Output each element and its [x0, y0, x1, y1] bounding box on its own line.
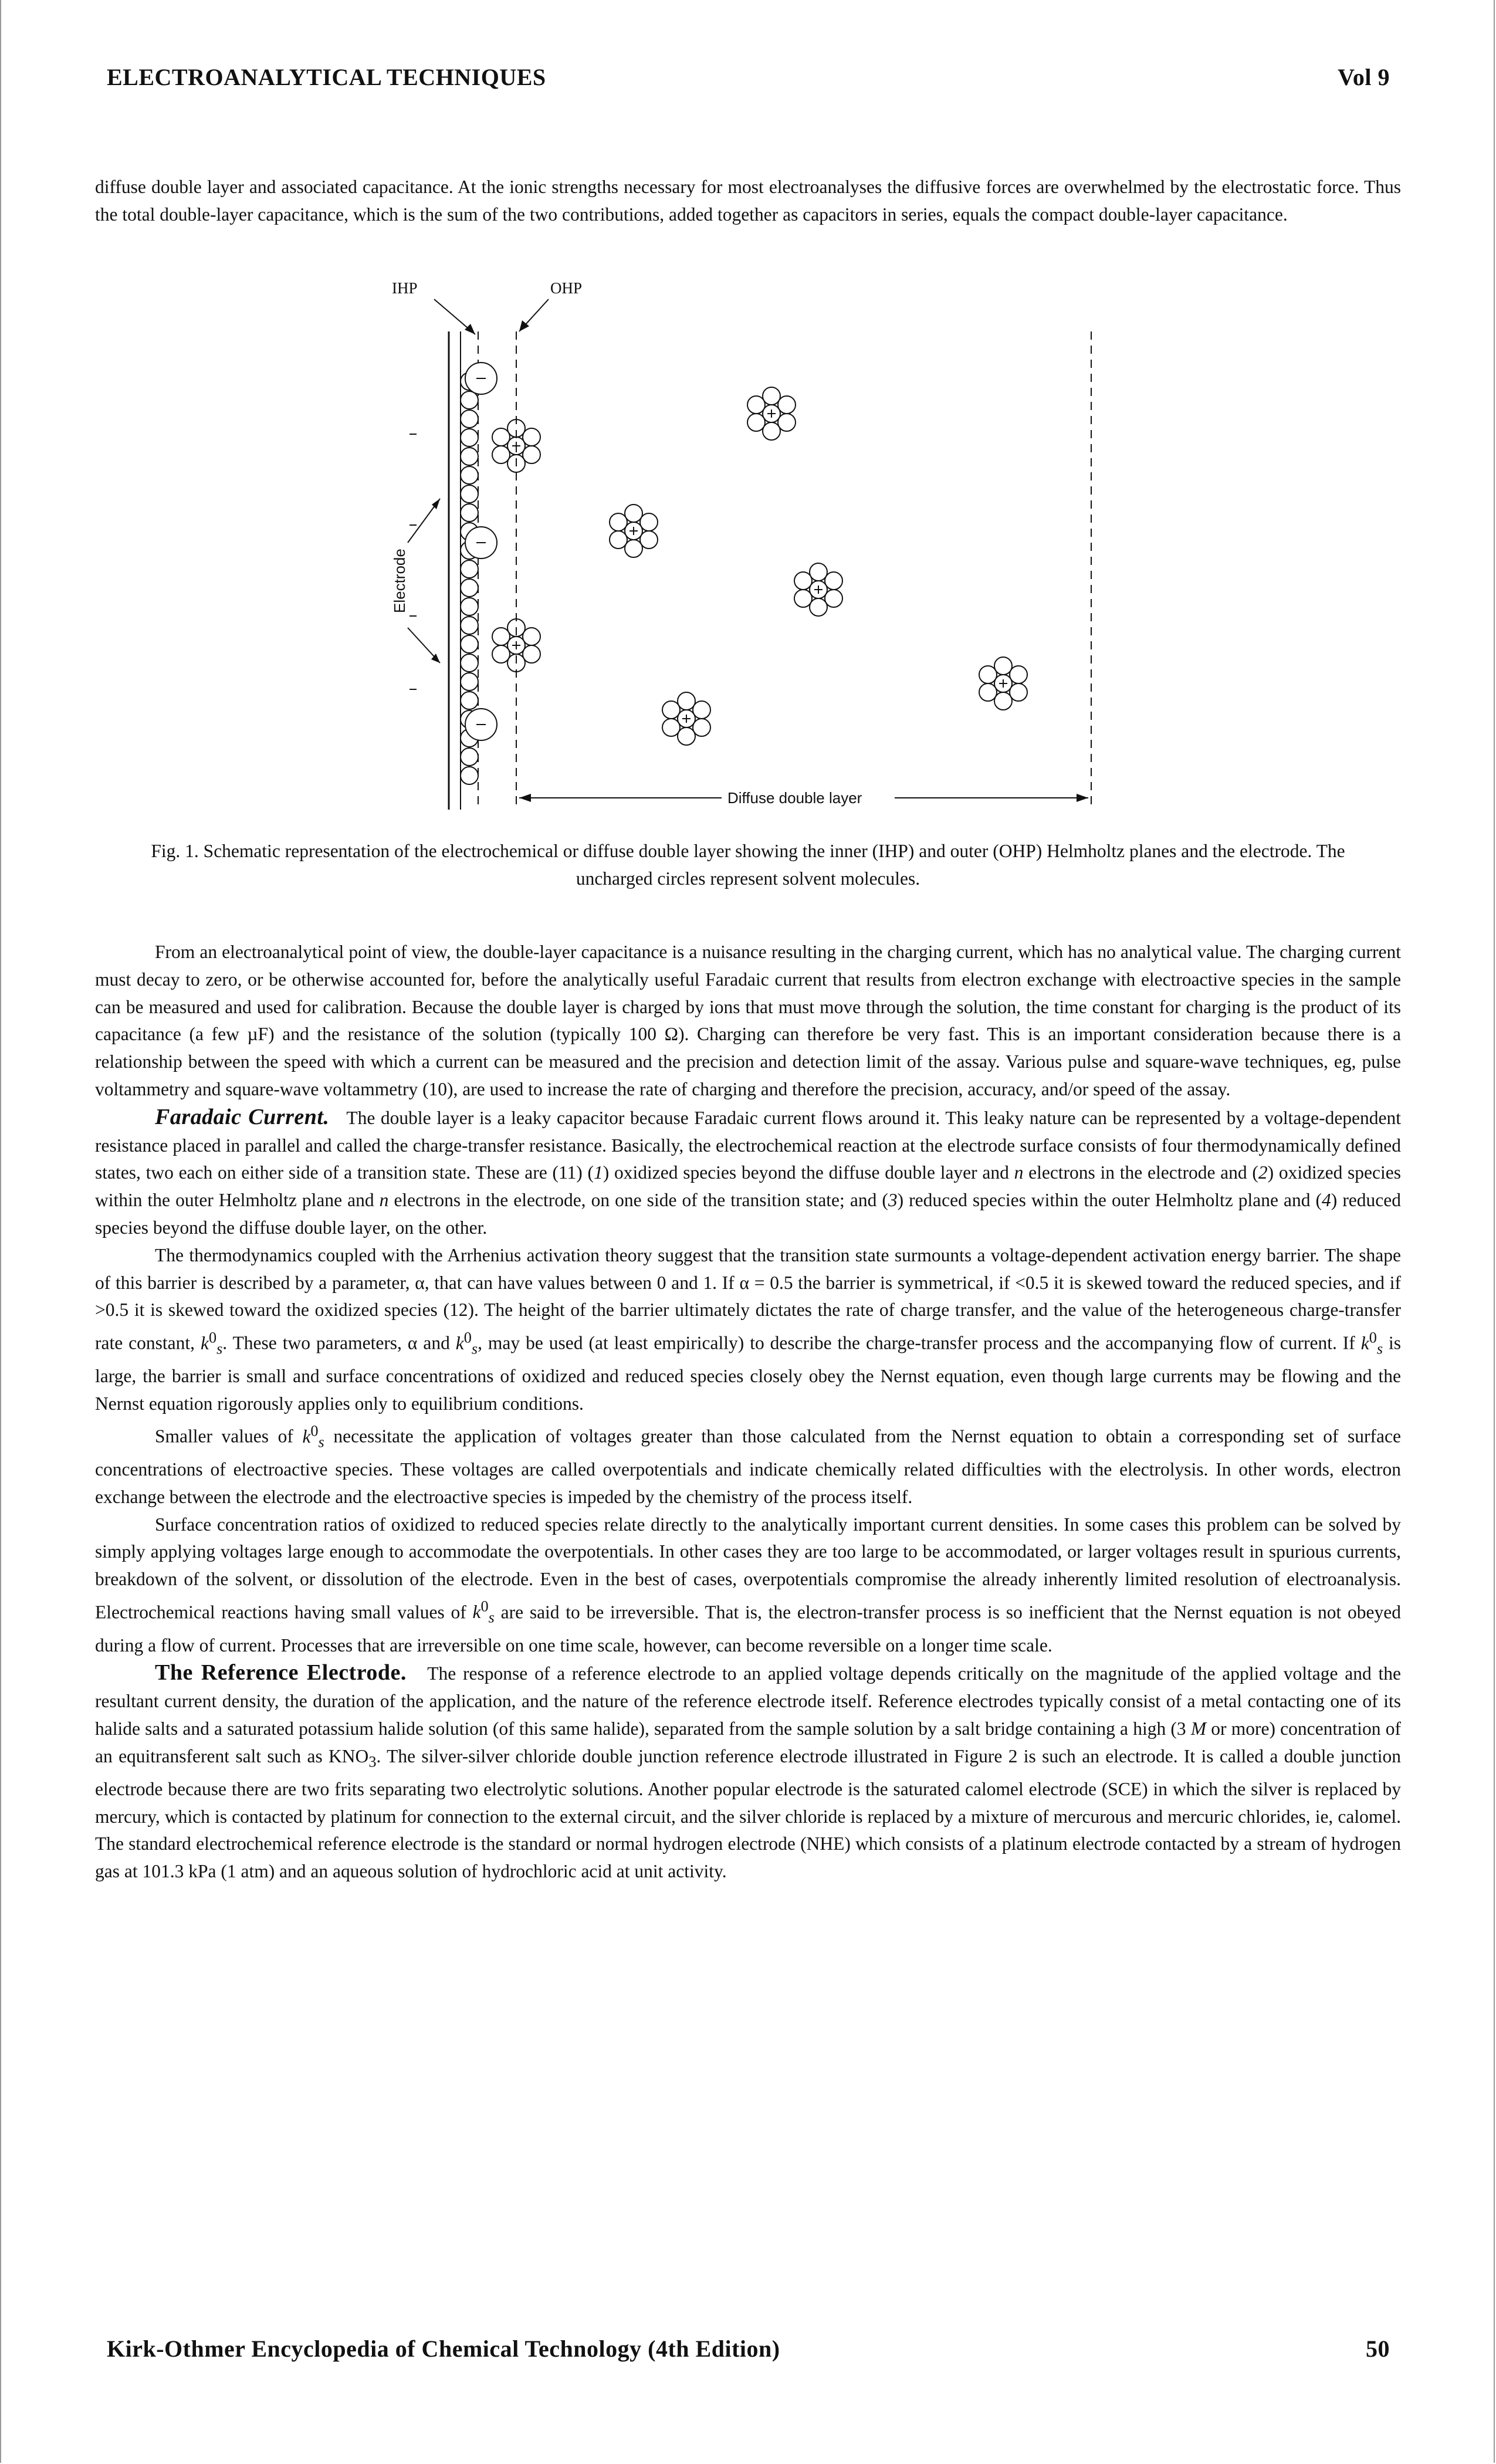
intro-text: diffuse double layer and associated capa…	[95, 174, 1401, 229]
solvated-cation	[492, 618, 541, 672]
electrode-label: Electrode	[391, 549, 408, 613]
heading-faradaic-current: Faradaic Current.	[155, 1104, 330, 1129]
solvated-cation	[979, 656, 1028, 710]
intro-paragraph: diffuse double layer and associated capa…	[95, 177, 1401, 225]
ohp-label: OHP	[550, 279, 582, 297]
rate-constant: k0s	[200, 1329, 222, 1357]
adsorbed-anions	[465, 362, 497, 741]
running-footer: Kirk-Othmer Encyclopedia of Chemical Tec…	[107, 2335, 1390, 2363]
text-span: The thermodynamics coupled with the Arrh…	[95, 1244, 1401, 1353]
header-volume: Vol 9	[1338, 64, 1390, 90]
ihp-arrowhead	[465, 324, 475, 334]
solvated-cations	[492, 387, 1028, 746]
main-text: From an electroanalytical point of view,…	[95, 939, 1401, 1886]
solvated-cation	[492, 419, 541, 473]
running-header: ELECTROANALYTICAL TECHNIQUES Vol 9	[107, 63, 1390, 91]
text-span: or more) concentration of an equitransfe…	[95, 1718, 1401, 1766]
heading-reference-electrode: The Reference Electrode.	[155, 1660, 407, 1685]
text-span: are said to be irreversible. That is, th…	[95, 1602, 1402, 1656]
rate-constant-sub: s	[216, 1339, 223, 1357]
text-span: The response of a reference electrode to…	[95, 1663, 1402, 1739]
paragraph-overpotentials: Smaller values of k0s necessitate the ap…	[95, 1417, 1401, 1511]
enum-number: 4	[1322, 1190, 1331, 1211]
figure-double-layer: IHP OHP Electrode	[375, 276, 1138, 815]
ihp-label: IHP	[392, 279, 418, 297]
rate-constant: k0s	[1360, 1329, 1383, 1357]
text-span: necessitate the application of voltages …	[95, 1426, 1401, 1507]
subscript-3: 3	[368, 1753, 377, 1770]
enum-number: 1	[594, 1162, 603, 1183]
text-span: . These two parameters, α and	[222, 1332, 456, 1353]
rate-constant-sup: 0	[310, 1422, 319, 1440]
rate-constant-sub: s	[471, 1339, 478, 1357]
double-layer-diagram: IHP OHP Electrode	[391, 279, 1092, 810]
rate-constant-sub: s	[1376, 1339, 1383, 1357]
figure-caption: Fig. 1. Schematic representation of the …	[151, 841, 1345, 889]
ohp-arrowhead	[519, 320, 529, 331]
solvated-cation	[609, 504, 658, 558]
text-span: ) oxidized species within the outer Helm…	[95, 1162, 1402, 1211]
diffuse-arrowhead-right	[1077, 794, 1088, 802]
rate-constant: k0s	[472, 1598, 495, 1626]
text-span: electrons in the electrode, on one side …	[388, 1190, 888, 1211]
footer-publication: Kirk-Othmer Encyclopedia of Chemical Tec…	[107, 2336, 780, 2362]
enum-number: 3	[888, 1190, 898, 1211]
diffuse-layer-label: Diffuse double layer	[727, 789, 862, 807]
paragraph-thermodynamics: The thermodynamics coupled with the Arrh…	[95, 1242, 1401, 1418]
rate-constant-sub: s	[488, 1609, 495, 1626]
electrode-charges	[409, 434, 417, 690]
paragraph-charging-current: From an electroanalytical point of view,…	[95, 942, 1401, 1099]
rate-constant-symbol: k	[455, 1332, 464, 1353]
variable-n: n	[1014, 1162, 1024, 1183]
electrode-arrowhead-up	[432, 499, 440, 509]
diffuse-arrowhead-left	[519, 794, 531, 802]
electrode-arrowhead-down	[431, 654, 440, 663]
text-span: ) reduced species within the outer Helmh…	[897, 1190, 1322, 1211]
rate-constant-sup: 0	[1369, 1329, 1377, 1346]
rate-constant-sub: s	[318, 1433, 324, 1451]
rate-constant: k0s	[455, 1329, 478, 1357]
text-span: ) oxidized species beyond the diffuse do…	[603, 1162, 1014, 1183]
variable-n: n	[379, 1190, 389, 1211]
molarity-unit: M	[1190, 1718, 1207, 1739]
text-span: The double layer is a leaky capacitor be…	[95, 1107, 1402, 1183]
enum-number: 2	[1258, 1162, 1268, 1183]
solvated-cation	[662, 692, 711, 746]
paragraph-faradaic-current: Faradaic Current. The double layer is a …	[95, 1104, 1401, 1242]
text-span: . The silver-silver chloride double junc…	[95, 1745, 1401, 1882]
rate-constant-symbol: k	[1360, 1332, 1369, 1353]
rate-constant-sup: 0	[463, 1329, 472, 1346]
solvated-cation	[747, 387, 796, 441]
text-span: , may be used (at least empirically) to …	[478, 1332, 1361, 1353]
solvated-cation	[794, 563, 843, 617]
text-span: ) reduced species beyond the diffuse dou…	[95, 1190, 1402, 1238]
rate-constant-sup: 0	[208, 1329, 217, 1346]
rate-constant-symbol: k	[302, 1426, 311, 1447]
rate-constant-symbol: k	[472, 1602, 481, 1623]
page-number: 50	[1366, 2336, 1390, 2362]
text-span: Smaller values of	[155, 1426, 303, 1447]
header-title: ELECTROANALYTICAL TECHNIQUES	[107, 64, 546, 90]
text-span: electrons in the electrode and (	[1023, 1162, 1258, 1183]
paragraph-reference-electrode: The Reference Electrode. The response of…	[95, 1659, 1401, 1886]
rate-constant-symbol: k	[200, 1332, 209, 1353]
rate-constant-sup: 0	[480, 1597, 489, 1615]
paragraph-surface-concentration: Surface concentration ratios of oxidized…	[95, 1511, 1401, 1660]
text-span: Surface concentration ratios of oxidized…	[95, 1514, 1401, 1623]
text-span: is large, the barrier is small and surfa…	[95, 1332, 1402, 1414]
rate-constant: k0s	[302, 1422, 324, 1451]
